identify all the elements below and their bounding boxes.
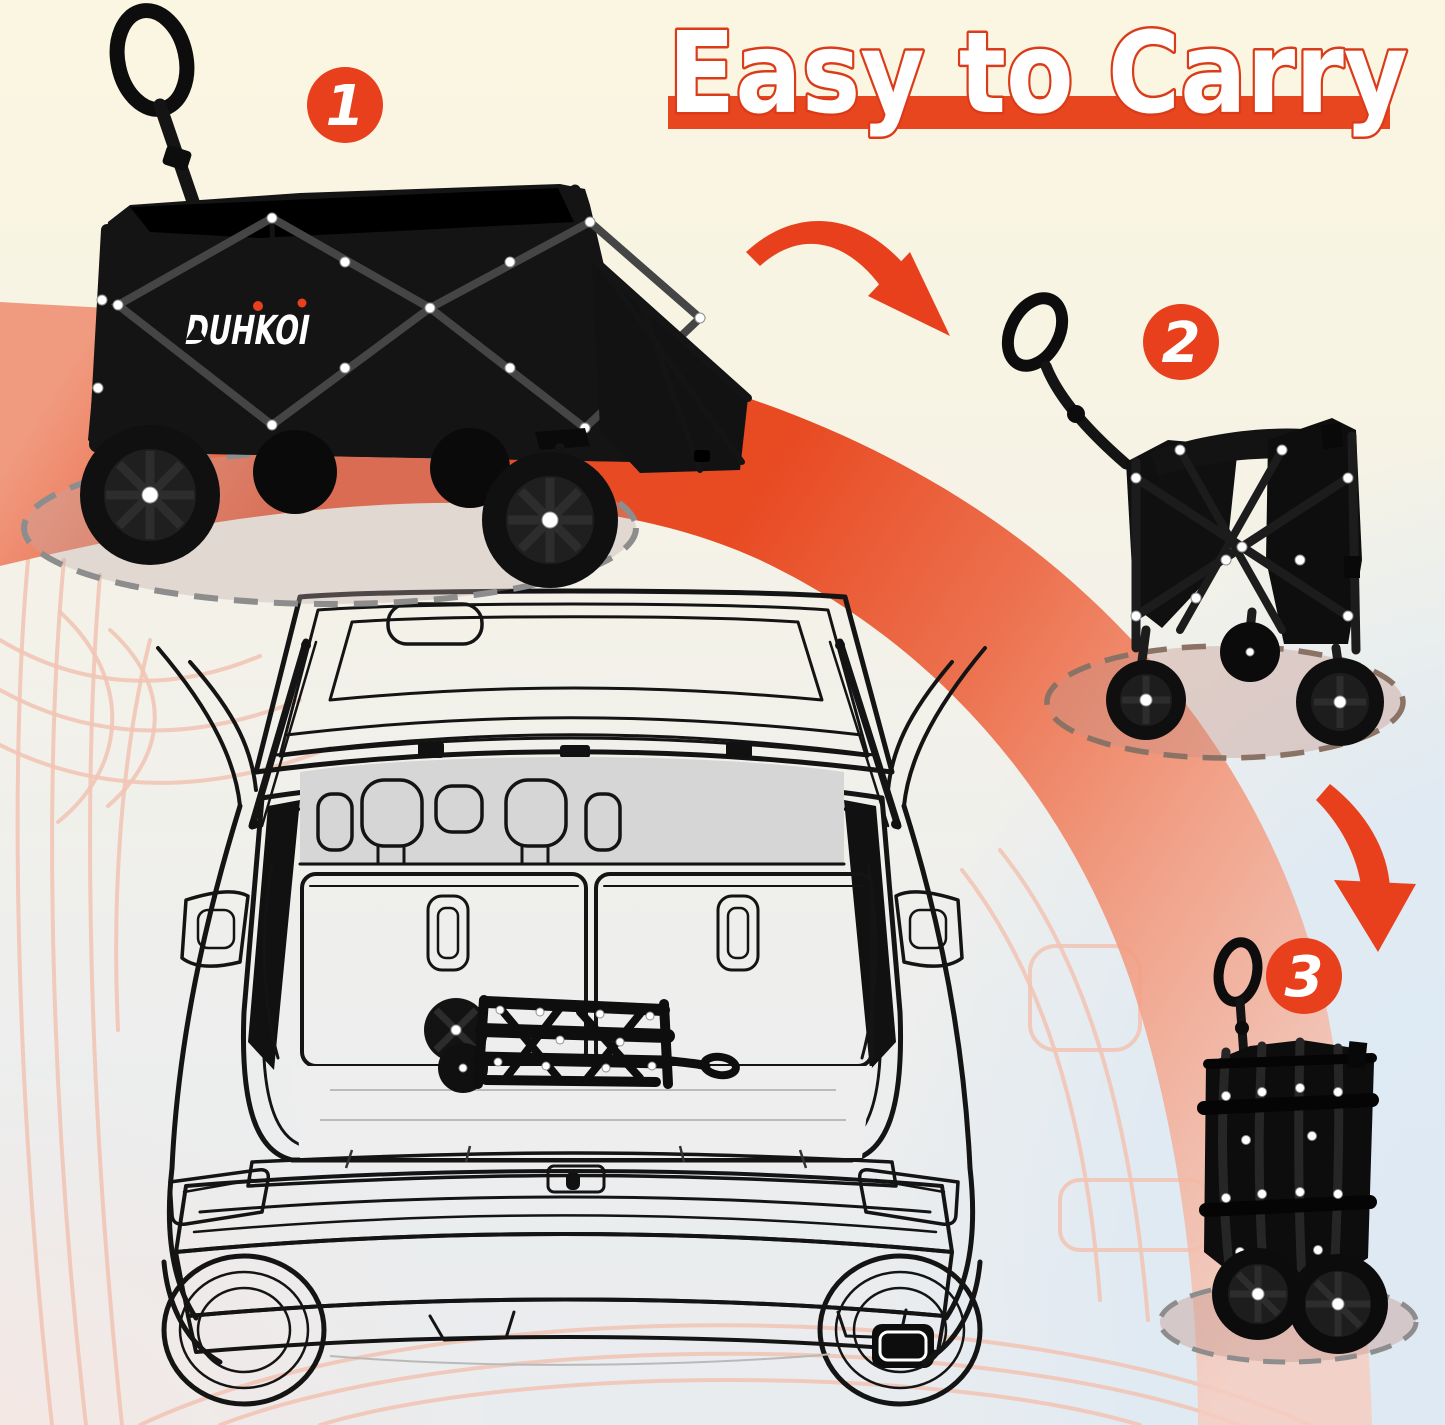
hatch-struts <box>248 638 902 830</box>
wagon-wheels <box>1106 622 1384 746</box>
curved-arrow-1-icon <box>746 220 950 336</box>
curved-arrow-2-icon <box>1316 784 1416 952</box>
mountain-icon <box>186 324 206 340</box>
wagon-wheels <box>80 425 618 588</box>
wagon-handle-loop <box>1001 292 1069 372</box>
swoosh-band <box>0 302 1372 1425</box>
car-rear-wheels <box>161 1253 983 1407</box>
brand-logo: DUHKOI <box>181 298 313 354</box>
rivets <box>1130 444 1354 622</box>
brand-logo-text: DUHKOI <box>181 307 313 354</box>
rivets <box>1221 1083 1343 1257</box>
step-1-number: 1 <box>326 74 365 139</box>
wagon-handle-loop <box>1213 937 1263 1007</box>
headrests <box>316 778 622 864</box>
flame-icon <box>297 298 307 308</box>
rivets <box>493 1005 657 1073</box>
hatch-handle <box>386 602 484 646</box>
title-banner: Easy to Carry <box>666 7 1411 142</box>
rivets <box>92 212 706 434</box>
page-title: Easy to Carry <box>668 9 1408 139</box>
title-underline-bar <box>668 96 1390 129</box>
product-wagon-folded-illustration <box>1197 937 1388 1354</box>
product-wagon-half-folded-illustration <box>1001 292 1384 746</box>
step-1-badge: 1 <box>307 67 383 143</box>
wagon-wheels <box>1212 1248 1388 1354</box>
step-2-badge: 2 <box>1143 304 1219 380</box>
wagon-tailgate-ramp <box>588 254 752 473</box>
step-2-number: 2 <box>1162 311 1201 376</box>
exhaust-pipe <box>872 1324 934 1368</box>
step-3-number: 3 <box>1285 945 1324 1010</box>
product-wagon-open-illustration: DUHKOI <box>80 3 752 588</box>
flame-icon <box>253 301 263 311</box>
car-trunk-illustration <box>156 588 987 1407</box>
step-3-badge: 3 <box>1266 938 1342 1014</box>
folded-wagon-in-trunk-illustration <box>424 995 740 1093</box>
wagon-handle-loop <box>109 3 195 117</box>
